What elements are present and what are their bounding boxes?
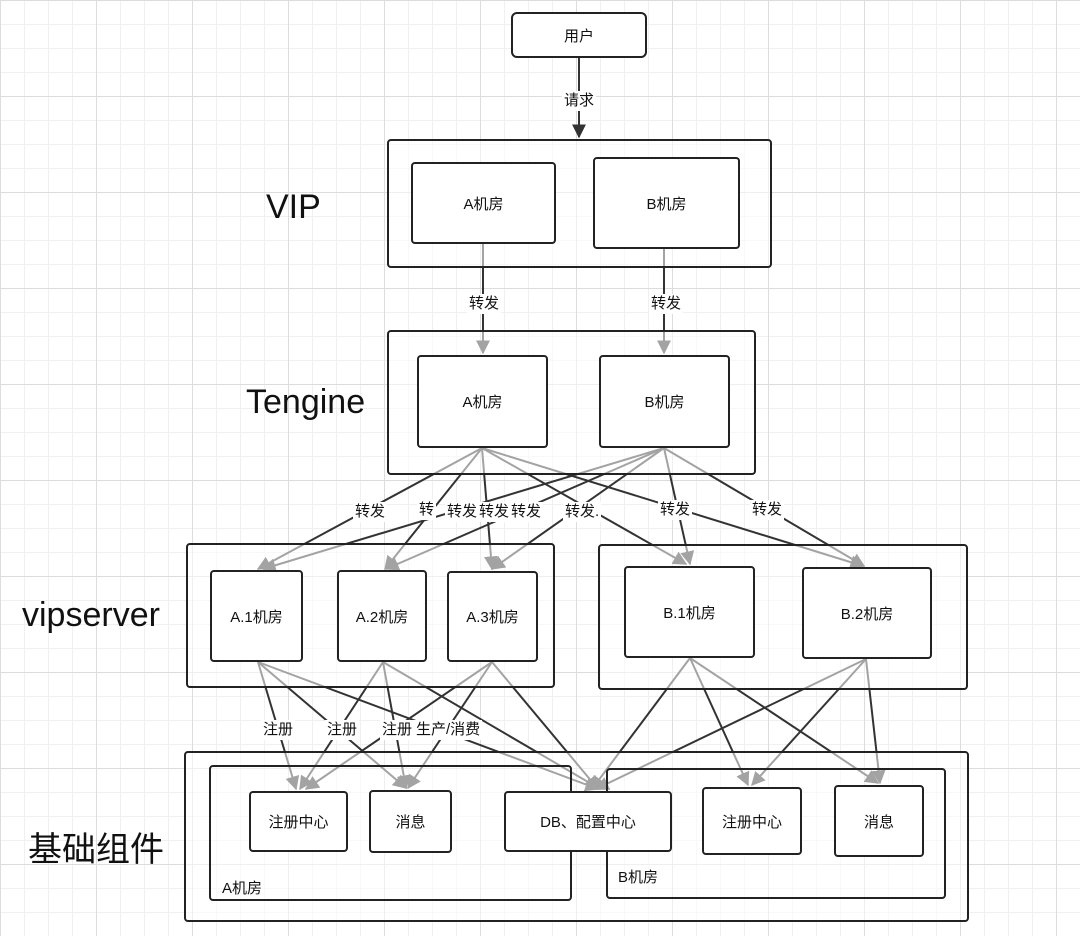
edge-label-forward-4: 转发 — [477, 502, 512, 522]
tengine-room-b: B机房 — [599, 355, 730, 448]
edge-label-register-3: 注册 — [380, 720, 415, 740]
vipserver-room-b1-label: B.1机房 — [663, 604, 716, 622]
db-config-center-label: DB、配置中心 — [540, 814, 636, 831]
b-registry-center-label: 注册中心 — [721, 813, 782, 831]
vipserver-room-a2: A.2机房 — [337, 570, 427, 662]
edge-label-forward-8: 转发 — [750, 500, 785, 520]
user-label: 用户 — [563, 27, 594, 45]
edge-label-forward-3: 转发 — [445, 502, 480, 522]
edge-label-forward-5: 转发 — [509, 502, 544, 522]
vip-room-a-label: A机房 — [463, 195, 504, 213]
edge-label-forward-2: 转 — [417, 500, 437, 520]
tengine-room-a-label: A机房 — [462, 394, 503, 411]
vip-room-b: B机房 — [593, 157, 740, 249]
vipserver-room-a2-label: A.2机房 — [355, 608, 409, 626]
vipserver-room-a1: A.1机房 — [210, 570, 303, 662]
edge-label-forward-7: 转发 — [658, 500, 693, 520]
edge-label-register-1: 注册 — [261, 720, 296, 740]
edge-label-register-2: 注册 — [325, 720, 360, 740]
a-message-label: 消息 — [395, 814, 426, 831]
tengine-room-a: A机房 — [417, 355, 548, 448]
vipserver-room-b2: B.2机房 — [802, 567, 932, 659]
vipserver-room-a3-label: A.3机房 — [466, 609, 519, 626]
vip-room-a: A机房 — [411, 162, 556, 244]
basic-room-a-label: A机房 — [222, 880, 263, 897]
tier-label-basic-components: 基础组件 — [28, 831, 164, 869]
user-node: 用户 — [511, 12, 647, 58]
a-registry-center-label: 注册中心 — [268, 814, 329, 831]
db-config-center: DB、配置中心 — [504, 791, 672, 852]
edge-label-vip-b-forward: 转发 — [649, 294, 684, 314]
a-message: 消息 — [369, 790, 452, 853]
tier-label-vipserver: vipserver — [22, 596, 160, 634]
tengine-room-b-label: B机房 — [644, 394, 685, 411]
vip-room-b-label: B机房 — [646, 195, 687, 213]
edge-label-produce-consume: 生产/消费 — [414, 720, 483, 740]
b-message-label: 消息 — [863, 813, 894, 831]
vipserver-room-a3: A.3机房 — [447, 571, 538, 662]
a-registry-center: 注册中心 — [249, 791, 348, 852]
tier-label-tengine: Tengine — [246, 383, 366, 421]
edge-label-forward-1: 转发 — [353, 502, 388, 522]
tier-label-vip: VIP — [266, 188, 321, 226]
basic-room-b-label: B机房 — [618, 869, 659, 886]
vipserver-room-b2-label: B.2机房 — [840, 605, 894, 623]
vipserver-room-b1: B.1机房 — [624, 566, 755, 658]
edge-label-request: 请求 — [562, 91, 597, 111]
edge-label-vip-a-forward: 转发 — [467, 294, 502, 314]
edge-label-forward-6: 转发. — [563, 502, 602, 522]
b-registry-center: 注册中心 — [702, 787, 802, 855]
b-message: 消息 — [834, 785, 924, 857]
vipserver-room-a1-label: A.1机房 — [230, 608, 283, 626]
